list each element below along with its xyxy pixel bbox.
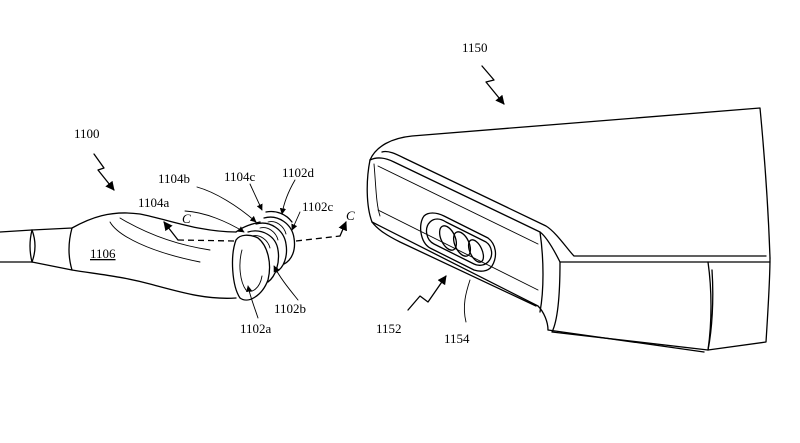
device-top-surface <box>369 107 771 259</box>
housing-crease <box>119 217 211 251</box>
label-housing: 1106 <box>90 246 116 261</box>
label-section-left: C <box>182 211 191 226</box>
label-1102b: 1102b <box>274 301 306 316</box>
label-1104b: 1104b <box>158 171 190 186</box>
device-side-right <box>551 261 714 351</box>
label-port: 1152 <box>376 321 402 336</box>
cable-ref-arrow <box>93 153 115 191</box>
section-arrow-left <box>163 221 179 241</box>
device-front-bottom <box>371 221 537 307</box>
cable-end <box>29 229 33 263</box>
label-1102c: 1102c <box>302 199 334 214</box>
device-port <box>419 212 497 272</box>
device-corner-edge <box>539 231 544 313</box>
label-1102a: 1102a <box>240 321 272 336</box>
device-side-right-line <box>707 261 712 351</box>
plug-tip-inner <box>239 249 263 292</box>
label-1102d: 1102d <box>282 165 315 180</box>
label-section-right: C <box>346 208 355 223</box>
electronic-device <box>366 107 771 353</box>
cable-strain-relief <box>31 227 73 271</box>
section-line <box>177 235 341 242</box>
port-leader <box>407 275 447 311</box>
connector-housing <box>71 212 237 299</box>
device-band-top <box>373 163 381 217</box>
label-1104a: 1104a <box>138 195 170 210</box>
plug-tip-face <box>231 234 271 301</box>
device-chamfer <box>369 157 771 263</box>
port-contact-leader <box>463 279 471 323</box>
section-arrow-right <box>338 221 347 237</box>
device-front-side <box>366 159 549 331</box>
cable-inner <box>31 229 36 263</box>
cable-leaders <box>184 179 301 319</box>
reference-labels: 1100 1150 1104b 1104c 1102d 1104a 1102c … <box>74 40 488 346</box>
label-1104c: 1104c <box>224 169 256 184</box>
device-right-lower <box>707 257 771 351</box>
housing-crease-2 <box>109 221 201 263</box>
device-bottom-edge <box>547 329 705 353</box>
cable-sheath <box>0 229 33 263</box>
device-chamfer-inner <box>381 150 767 257</box>
label-cable: 1100 <box>74 126 100 141</box>
device-ref-arrow <box>481 65 505 105</box>
label-port-contact: 1154 <box>444 331 470 346</box>
label-device: 1150 <box>462 40 488 55</box>
